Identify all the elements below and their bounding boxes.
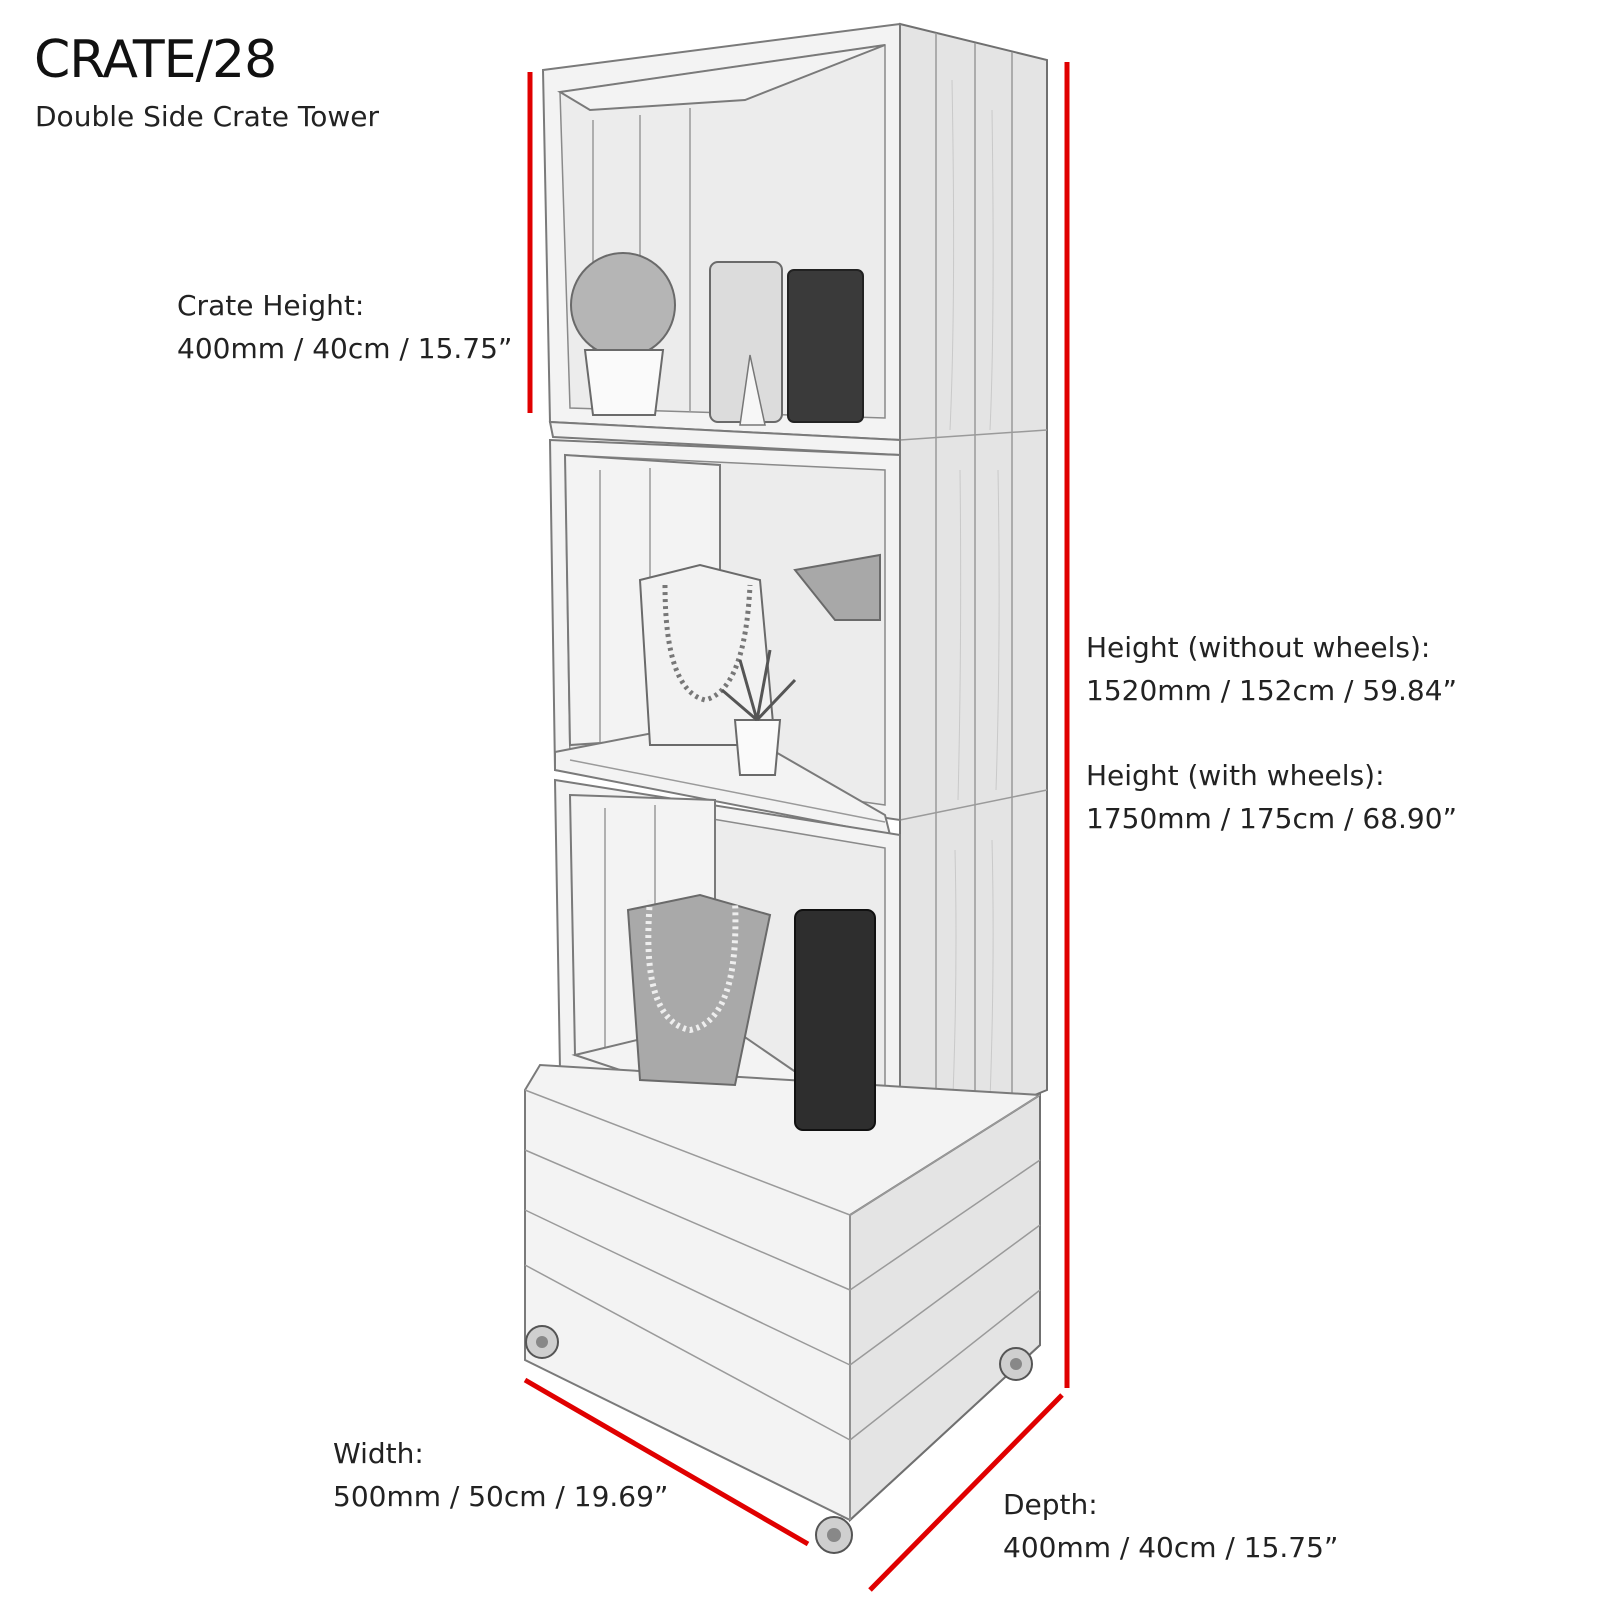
tassel	[739, 354, 766, 426]
crate-height-caption: Crate Height:	[177, 289, 365, 322]
plant-pot	[583, 349, 665, 416]
depth-line	[868, 1393, 1064, 1592]
crate-height-label: Crate Height: 400mm / 40cm / 15.75”	[177, 284, 512, 370]
depth-value: 400mm / 40cm / 15.75”	[1003, 1531, 1339, 1564]
height-without-wheels-caption: Height (without wheels):	[1086, 631, 1431, 664]
handbag-3	[794, 909, 876, 1131]
handbag-dark	[787, 269, 864, 423]
plant-ball	[570, 252, 676, 358]
succulent	[721, 649, 797, 722]
succulent-pot	[733, 719, 782, 776]
product-subtitle: Double Side Crate Tower	[35, 100, 380, 133]
height-with-wheels-value: 1750mm / 175cm / 68.90”	[1086, 802, 1458, 835]
bust-stand	[793, 553, 881, 621]
height-without-wheels-label: Height (without wheels): 1520mm / 152cm …	[1086, 626, 1457, 712]
depth-caption: Depth:	[1003, 1488, 1098, 1521]
depth-label: Depth: 400mm / 40cm / 15.75”	[1003, 1483, 1338, 1569]
dimension-lines	[523, 62, 1070, 1592]
width-label: Width: 500mm / 50cm / 19.69”	[333, 1432, 668, 1518]
product-code: CRATE/28	[34, 30, 277, 90]
width-caption: Width:	[333, 1437, 424, 1470]
width-line	[523, 1377, 810, 1547]
tower-side-panel	[899, 22, 1048, 1160]
necklace-2	[645, 899, 739, 1034]
display-items	[570, 252, 881, 1131]
base-crate	[524, 1063, 1041, 1523]
crate-height-value: 400mm / 40cm / 15.75”	[177, 332, 513, 365]
width-value: 500mm / 50cm / 19.69”	[333, 1480, 669, 1513]
height-with-wheels-caption: Height (with wheels):	[1086, 759, 1385, 792]
wheels	[525, 1325, 1033, 1554]
height-without-wheels-value: 1520mm / 152cm / 59.84”	[1086, 674, 1458, 707]
height-with-wheels-label: Height (with wheels): 1750mm / 175cm / 6…	[1086, 754, 1457, 840]
necklace	[662, 584, 753, 703]
